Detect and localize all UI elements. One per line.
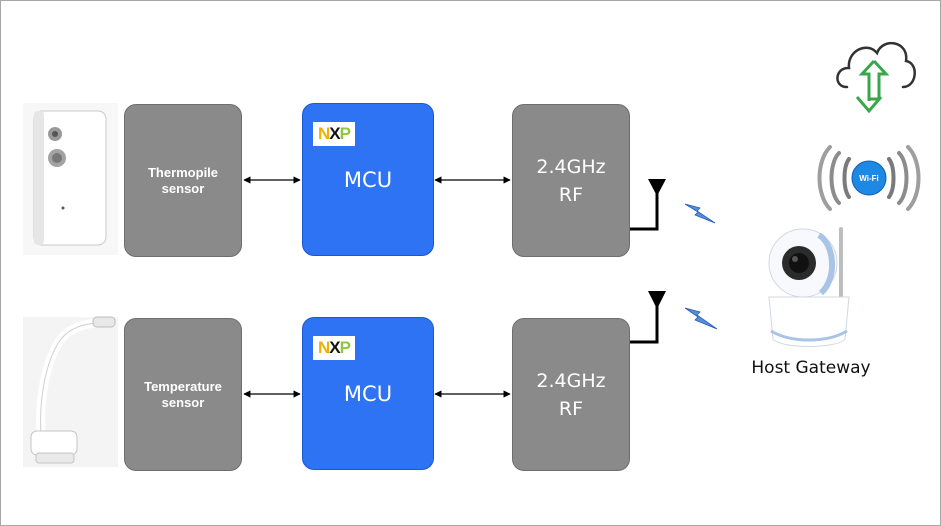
thermopile-sensor-label: Thermopile sensor: [147, 164, 219, 196]
rf-block-1: 2.4GHz RF: [512, 104, 630, 257]
ip-camera-image: [768, 227, 850, 347]
rf-label-1: 2.4GHz RF: [536, 155, 606, 206]
nxp-logo-x: X: [329, 124, 340, 143]
rf-block-2: 2.4GHz RF: [512, 318, 630, 471]
host-gateway-label: Host Gateway: [751, 358, 871, 378]
nxp-logo-p: P: [339, 124, 351, 143]
nxp-logo-n: N: [318, 124, 330, 143]
mcu-label-2: MCU: [343, 381, 393, 406]
lightning-signal-icon: [684, 203, 716, 224]
rf-label-2: 2.4GHz RF: [536, 369, 606, 420]
antenna-icon: [629, 179, 666, 231]
pir-sensor-device-image: [23, 103, 118, 255]
mcu-label-1: MCU: [343, 167, 393, 192]
antenna-icon: [629, 291, 666, 344]
wifi-signal-icon: Wi-Fi: [817, 145, 921, 211]
nxp-logo-n: N: [318, 338, 330, 357]
wifi-badge-label: Wi-Fi: [859, 174, 878, 183]
thermopile-sensor-block: Thermopile sensor: [124, 104, 242, 257]
cloud-sync-icon: [836, 41, 916, 114]
temperature-sensor-label: Temperature sensor: [144, 378, 222, 410]
nxp-logo-p: P: [339, 338, 351, 357]
desk-lamp-image: [23, 316, 118, 467]
temperature-sensor-block: Temperature sensor: [124, 318, 242, 471]
nxp-logo-x: X: [329, 338, 340, 357]
lightning-signal-icon: [684, 307, 718, 330]
